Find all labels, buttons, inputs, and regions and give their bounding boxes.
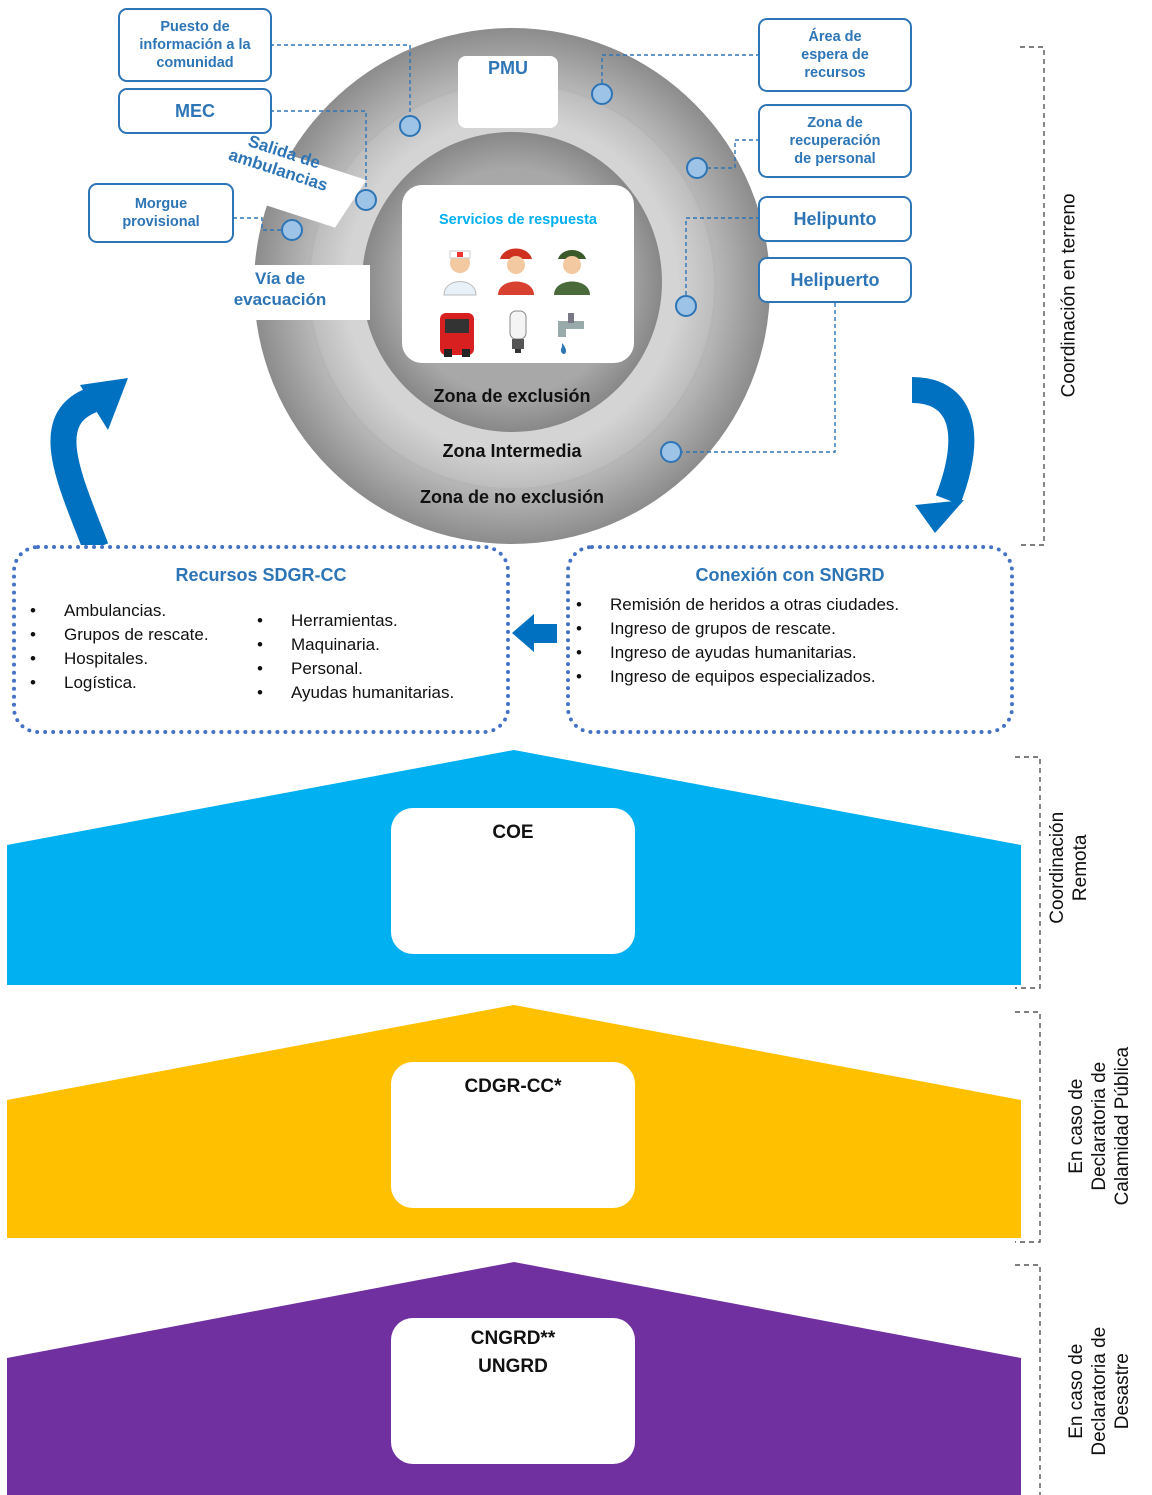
side-line: En caso de — [1065, 1343, 1087, 1439]
side-line: Coordinación — [1047, 811, 1069, 924]
list-item: Remisión de heridos a otras ciudades. — [576, 593, 899, 617]
list-item: Maquinaria. — [257, 633, 454, 657]
puesto-box: Puesto de información a la comunidad — [118, 8, 272, 82]
list-item: Herramientas. — [257, 609, 454, 633]
pmu-label: PMU — [488, 58, 528, 78]
side-line: Remota — [1070, 834, 1091, 902]
area-espera-box: Área de espera de recursos — [758, 18, 912, 92]
connector-dots — [281, 83, 708, 463]
services-title: Servicios de respuesta — [439, 212, 597, 228]
list-item: Grupos de rescate. — [30, 623, 209, 647]
conexion-list: Remisión de heridos a otras ciudades. In… — [576, 593, 899, 689]
side-line: Declaratoria de — [1088, 1326, 1110, 1456]
side-line: En caso de — [1065, 1078, 1087, 1174]
arrow-up-curve — [50, 387, 109, 553]
morgue-label: Morgue provisional — [122, 195, 200, 230]
helipuerto-label: Helipuerto — [790, 269, 880, 290]
cdgr-card: CDGR-CC* — [391, 1062, 635, 1208]
firefighter-icon — [498, 248, 534, 295]
zone-intermedia-label: Zona Intermedia — [442, 441, 582, 461]
cngrd-title: CNGRD** — [470, 1328, 556, 1349]
zone-exclusion-label: Zona de exclusión — [433, 386, 591, 406]
side-label-remota: Coordinación Remota — [1047, 793, 1093, 943]
list-item: Ingreso de equipos especializados. — [576, 665, 899, 689]
arrow-down-curve — [911, 377, 975, 505]
area-espera-label: Área de espera de recursos — [801, 28, 869, 82]
helipuerto-box: Helipuerto — [758, 257, 912, 303]
arrow-down-head — [915, 500, 964, 533]
puesto-label: Puesto de información a la comunidad — [139, 18, 251, 72]
dot-mec — [355, 189, 377, 211]
side-label-calamidad: En caso de Declaratoria de Calamidad Púb… — [1066, 1036, 1134, 1216]
side-label-desastre: En caso de Declaratoria de Desastre — [1066, 1321, 1134, 1461]
connector-lines — [233, 44, 836, 453]
conexion-panel: Conexión con SNGRD Remisión de heridos a… — [566, 545, 1014, 734]
cdgr-title: CDGR-CC* — [464, 1076, 562, 1097]
recursos-list-1: Ambulancias. Grupos de rescate. Hospital… — [30, 599, 209, 695]
dot-area-espera — [591, 83, 613, 105]
ungrd-title: UNGRD — [478, 1356, 548, 1377]
light-bulb-icon — [509, 310, 527, 353]
helipunto-box: Helipunto — [758, 196, 912, 242]
salida-road — [206, 133, 367, 228]
dot-helipunto — [675, 295, 697, 317]
list-item: Hospitales. — [30, 647, 209, 671]
services-icons — [440, 248, 590, 357]
zone-no-exclusion-label: Zona de no exclusión — [419, 487, 605, 507]
dot-puesto — [399, 115, 421, 137]
recursos-panel: Recursos SDGR-CC Ambulancias. Grupos de … — [12, 545, 510, 734]
services-panel: Servicios de respuesta — [402, 185, 634, 363]
recursos-list-2: Herramientas. Maquinaria. Personal. Ayud… — [257, 609, 454, 705]
via-label: Vía de evacuación — [233, 269, 327, 310]
arrow-left — [512, 614, 557, 652]
arrow-up-head — [80, 378, 128, 430]
helipunto-label: Helipunto — [793, 208, 877, 229]
list-item: Personal. — [257, 657, 454, 681]
morgue-box: Morgue provisional — [88, 183, 234, 243]
soldier-icon — [554, 250, 590, 295]
side-brackets — [1015, 46, 1045, 1495]
side-line: Declaratoria de — [1088, 1061, 1110, 1191]
mec-label: MEC — [175, 100, 215, 121]
fire-truck-icon — [440, 313, 474, 357]
nurse-icon — [443, 250, 477, 296]
coe-title: COE — [492, 822, 534, 843]
cngrd-card: CNGRD** UNGRD — [391, 1318, 635, 1464]
coe-card: COE — [391, 808, 635, 954]
list-item: Ambulancias. — [30, 599, 209, 623]
list-item: Logística. — [30, 671, 209, 695]
water-tap-icon — [558, 313, 584, 354]
dot-zona-recuperacion — [686, 157, 708, 179]
zona-recuperacion-label: Zona de recuperación de personal — [789, 114, 881, 168]
via-road — [210, 265, 370, 320]
recursos-title: Recursos SDGR-CC — [175, 565, 347, 585]
side-label-terreno: Coordinación en terreno — [1058, 193, 1080, 398]
pmu-box: PMU — [458, 56, 558, 128]
side-line: Calamidad Pública — [1111, 1046, 1133, 1206]
side-line: Desastre — [1111, 1353, 1133, 1430]
mec-box: MEC — [118, 88, 272, 134]
conexion-title: Conexión con SNGRD — [695, 565, 885, 585]
dot-helipuerto — [660, 441, 682, 463]
dot-morgue — [281, 219, 303, 241]
list-item: Ingreso de grupos de rescate. — [576, 617, 899, 641]
list-item: Ayudas humanitarias. — [257, 681, 454, 705]
zona-recuperacion-box: Zona de recuperación de personal — [758, 104, 912, 178]
list-item: Ingreso de ayudas humanitarias. — [576, 641, 899, 665]
